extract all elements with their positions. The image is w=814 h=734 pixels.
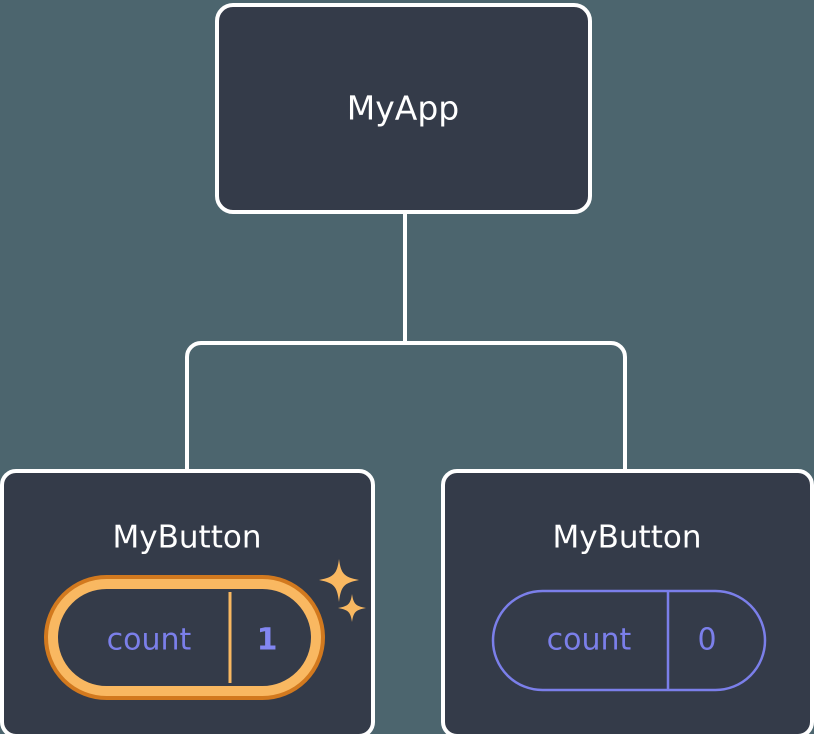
node-mybutton-right-label: MyButton xyxy=(553,520,702,556)
state-pill-right-outline xyxy=(491,589,767,692)
node-myapp-label: MyApp xyxy=(347,89,459,128)
state-pill-right[interactable]: count 0 xyxy=(491,589,767,692)
state-pill-left-ring xyxy=(48,579,321,696)
state-pill-left-key: count xyxy=(107,623,192,658)
sparkle-group-left xyxy=(319,559,366,622)
node-myapp-box[interactable] xyxy=(215,3,592,214)
sparkle-small-icon xyxy=(338,594,366,622)
state-pill-right-key: count xyxy=(547,623,632,658)
sparkle-large-icon xyxy=(319,559,359,602)
connector-branch-left xyxy=(185,341,405,473)
connector-branch-right xyxy=(405,341,627,473)
node-myapp[interactable]: MyApp xyxy=(215,3,592,214)
state-pill-right-value: 0 xyxy=(697,623,716,658)
node-mybutton-left-label: MyButton xyxy=(113,520,262,556)
node-mybutton-right[interactable]: MyButton count 0 xyxy=(441,469,814,734)
state-pill-left-value: 1 xyxy=(257,623,278,658)
state-pill-left[interactable]: count 1 xyxy=(44,575,325,700)
connector-group xyxy=(185,210,627,473)
node-mybutton-left[interactable]: MyButton count 1 xyxy=(0,469,375,734)
